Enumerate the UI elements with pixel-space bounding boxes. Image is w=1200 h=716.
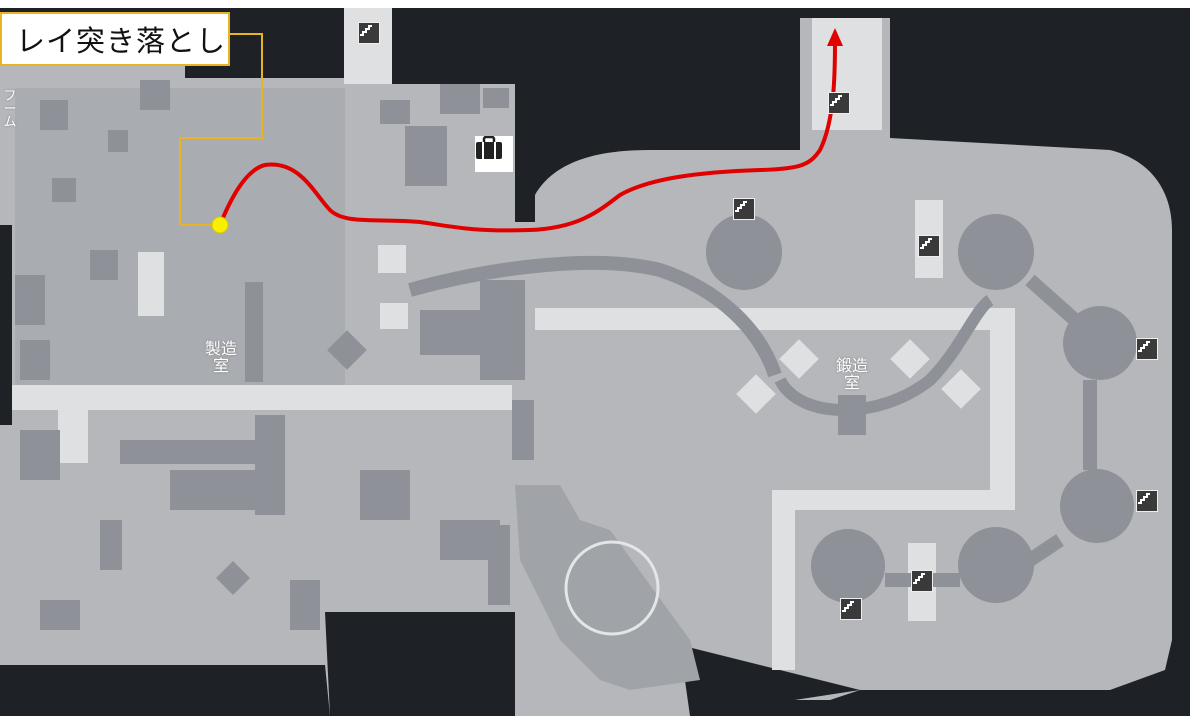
stairs-icon [1136, 338, 1158, 360]
route-arrowhead [827, 28, 843, 46]
pillar-6 [811, 529, 885, 603]
pillar-1 [706, 214, 782, 290]
stairs-icon [358, 22, 380, 44]
room-label-edge: フ ー ム [3, 89, 17, 130]
left-void [0, 225, 12, 425]
forge-ring-arc [774, 295, 994, 416]
curved-walkway [408, 255, 782, 378]
bag-icon [475, 136, 513, 172]
left-room-floor [15, 88, 345, 388]
left-pad [138, 252, 164, 316]
stairs-icon [840, 598, 862, 620]
stairs-icon [828, 92, 850, 114]
circle-room-floor [515, 485, 700, 690]
stairs-icon [1136, 490, 1158, 512]
route-path [218, 39, 837, 233]
right-margin [1190, 0, 1200, 716]
rotated-blocks [216, 330, 367, 595]
top-margin [0, 0, 1200, 8]
ring-marking [564, 540, 660, 636]
forge-pillar [838, 395, 866, 435]
top-stair-pad [344, 8, 392, 84]
right-corridor-loop [535, 308, 1015, 670]
bottom-void-1 [325, 612, 515, 716]
pillar-5 [958, 527, 1034, 603]
room-label-manufacturing: 製造 室 [204, 339, 237, 375]
pillar-2 [958, 214, 1034, 290]
callout-label: レイ突き落とし [16, 24, 227, 58]
event-callout: レイ突き落とし [0, 12, 230, 66]
stairs-icon [733, 198, 755, 220]
stairs-icon [911, 570, 933, 592]
bag-icon-glyph [476, 136, 502, 159]
callout-connector [179, 33, 263, 226]
corridor-stub [58, 408, 88, 463]
horizontal-corridor-left [12, 385, 512, 410]
room-label-forge: 鍛造 室 [835, 356, 868, 392]
light-tiles [378, 245, 981, 414]
stairs-icon [918, 235, 940, 257]
pillar-3 [1063, 306, 1137, 380]
pillar-4 [1060, 469, 1134, 543]
pillar-links [885, 274, 1097, 587]
machinery-blocks [15, 80, 534, 630]
bottom-void-2 [680, 645, 860, 716]
start-point-icon [211, 216, 229, 234]
